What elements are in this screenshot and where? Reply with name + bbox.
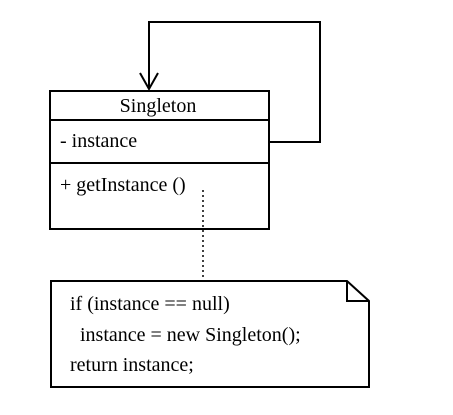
self-association [139, 21, 321, 143]
note-line-1: if (instance == null) [70, 293, 230, 315]
note-folded-corner [346, 281, 369, 302]
class-name: Singleton [120, 95, 197, 117]
code-note: if (instance == null) instance = new Sin… [50, 280, 370, 388]
arrowhead-icon [139, 72, 159, 92]
class-box-frame [49, 90, 270, 230]
self-association-line [148, 21, 321, 143]
class-operation-getinstance: + getInstance () [60, 174, 186, 196]
note-frame [50, 280, 370, 388]
class-attribute-instance: - instance [60, 130, 137, 152]
note-line-2: instance = new Singleton(); [70, 324, 301, 346]
class-box: Singleton - instance + getInstance () [49, 90, 270, 230]
note-line-3: return instance; [70, 354, 194, 376]
